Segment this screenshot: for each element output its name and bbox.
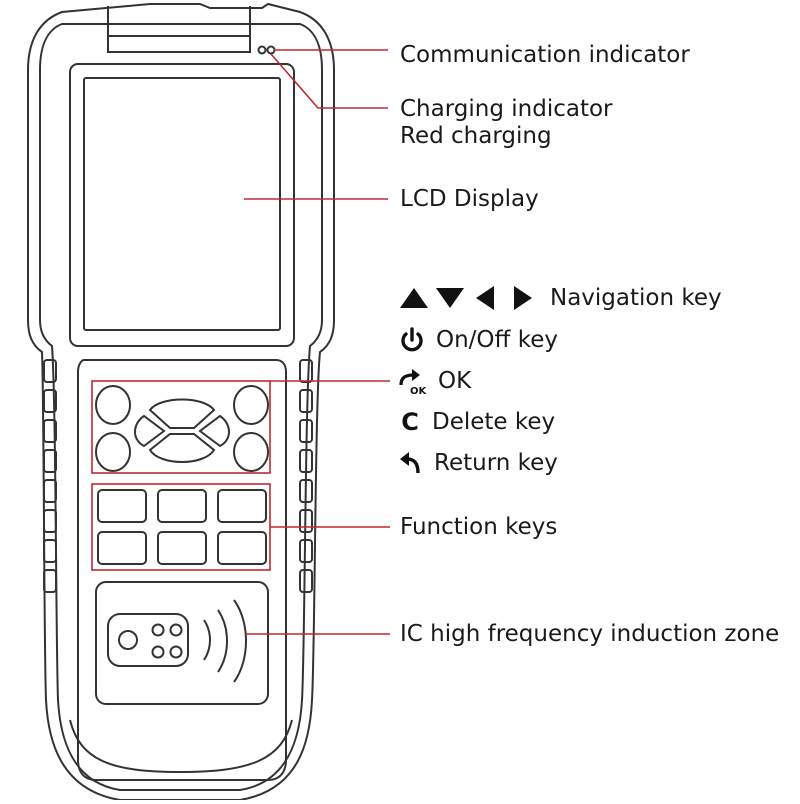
triangle-down-icon — [436, 288, 464, 308]
return-arrow-icon — [400, 452, 420, 474]
ic-reader-module — [107, 613, 189, 667]
device-inner-shell — [39, 23, 323, 791]
label-communication-indicator: Communication indicator — [400, 42, 690, 68]
label-onoff-key: On/Off key — [436, 327, 558, 353]
delete-c-icon: C — [401, 408, 419, 436]
label-charging-indicator: Charging indicator — [400, 96, 613, 122]
ok-icon-text: OK — [410, 386, 428, 395]
legend-ok: OK OK — [398, 367, 471, 395]
function-key-6 — [217, 531, 267, 565]
top-clip — [107, 6, 251, 53]
rf-wave-medium — [217, 609, 228, 673]
label-charging-red: Red charging — [400, 123, 552, 149]
keypad-panel — [77, 359, 287, 781]
legend-delete: C Delete key — [398, 408, 555, 436]
triangle-left-icon — [476, 286, 494, 310]
label-delete-key: Delete key — [432, 409, 556, 435]
label-ok: OK — [438, 368, 472, 394]
function-key-3 — [217, 489, 267, 523]
navigation-icons — [400, 286, 532, 310]
right-top-key — [233, 385, 269, 425]
ok-arrow-icon: OK — [399, 369, 428, 395]
label-navigation-key: Navigation key — [550, 285, 722, 311]
right-bottom-key — [233, 432, 269, 472]
label-ic-zone: IC high frequency induction zone — [400, 621, 780, 647]
label-function-keys: Function keys — [400, 514, 558, 540]
screen-frame — [69, 63, 295, 347]
left-top-key — [95, 385, 131, 425]
function-key-2 — [157, 489, 207, 523]
label-return-key: Return key — [434, 450, 558, 476]
legend-return: Return key — [398, 449, 558, 477]
communication-led — [257, 45, 267, 55]
triangle-up-icon — [400, 288, 428, 308]
function-key-5 — [157, 531, 207, 565]
left-bottom-key — [95, 432, 131, 472]
nav-down-key — [148, 433, 216, 463]
triangle-right-icon — [514, 286, 532, 310]
nav-right-key — [198, 414, 230, 448]
nav-up-key — [148, 398, 216, 429]
device-outer-shell — [27, 2, 335, 801]
ic-zone-panel — [95, 581, 269, 705]
charging-led — [266, 45, 276, 55]
callout-box-navigation — [91, 380, 271, 474]
rf-wave-large — [233, 599, 247, 683]
callout-box-function-keys — [91, 483, 271, 571]
legend-navigation: Navigation key — [398, 284, 722, 312]
callout-line-charging — [270, 53, 388, 109]
power-icon — [401, 327, 423, 352]
label-lcd-display: LCD Display — [400, 186, 539, 212]
lcd-display — [83, 77, 281, 331]
function-key-4 — [97, 531, 147, 565]
rf-wave-small — [203, 619, 211, 661]
nav-left-key — [134, 414, 166, 448]
left-grip-ribs — [43, 359, 57, 593]
legend-onoff: On/Off key — [398, 326, 558, 354]
right-grip-ribs — [299, 359, 313, 593]
function-key-1 — [97, 489, 147, 523]
